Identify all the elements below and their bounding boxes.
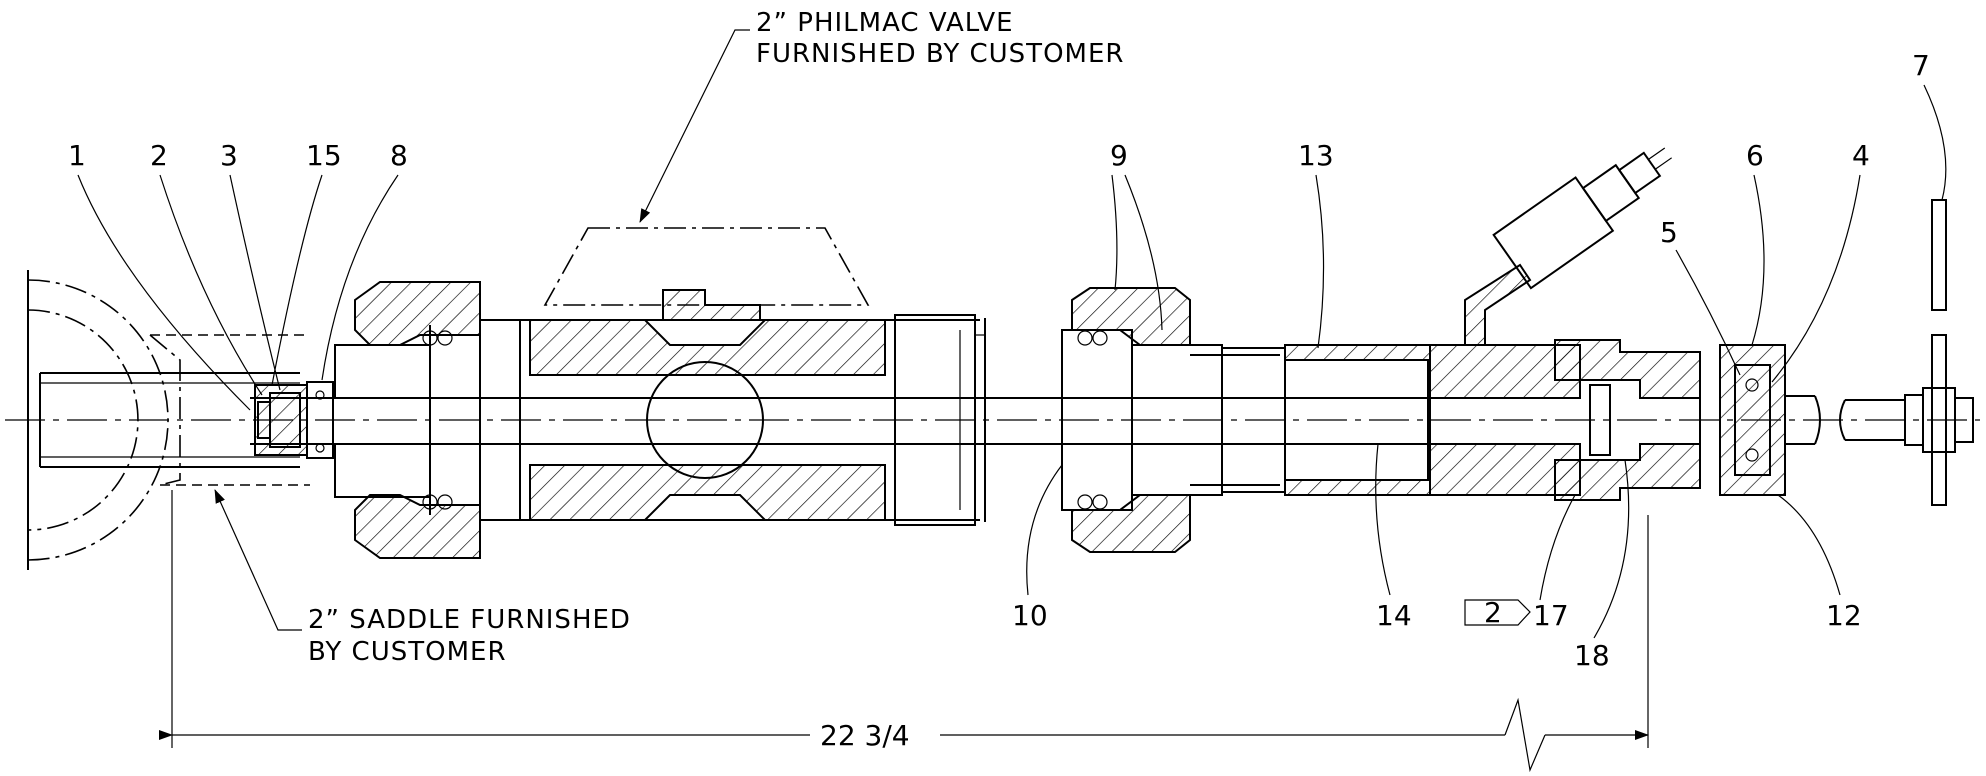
saddle-phantom xyxy=(27,270,169,570)
callout-5: 5 xyxy=(1660,216,1678,249)
saddle-note: 2” SADDLE FURNISHED BY CUSTOMER xyxy=(214,489,631,667)
valve-body xyxy=(480,227,986,526)
valve-note-line1: 2” PHILMAC VALVE xyxy=(756,8,1014,38)
callout-10: 10 xyxy=(1012,599,1048,632)
valve-note-line2: FURNISHED BY CUSTOMER xyxy=(756,39,1124,69)
callout-12: 12 xyxy=(1826,599,1862,632)
callout-18: 18 xyxy=(1574,639,1610,672)
callout-2: 2 xyxy=(150,139,168,172)
callout-14: 14 xyxy=(1376,599,1412,632)
saddle-note-line2: BY CUSTOMER xyxy=(308,637,507,667)
callout-3: 3 xyxy=(220,139,238,172)
bearing-block xyxy=(1719,344,1821,496)
overall-dimension: 22 3/4 xyxy=(159,697,1649,773)
saddle-note-line1: 2” SADDLE FURNISHED xyxy=(308,605,631,635)
callout-8: 8 xyxy=(390,139,408,172)
angled-sensor xyxy=(1464,147,1672,346)
flag-note: 2 xyxy=(1464,596,1531,629)
callout-13: 13 xyxy=(1298,139,1334,172)
left-coupling xyxy=(334,281,481,559)
dimension-overall: 22 3/4 xyxy=(820,719,910,752)
housing-tube xyxy=(1222,344,1581,496)
right-coupling xyxy=(1061,287,1280,553)
callout-4: 4 xyxy=(1852,139,1870,172)
callout-6: 6 xyxy=(1746,139,1764,172)
callout-15: 15 xyxy=(306,139,342,172)
callouts-top: 1 2 3 15 8 9 13 5 6 4 7 xyxy=(68,49,1947,411)
callouts-bottom: 10 14 2 17 18 12 xyxy=(1012,443,1862,672)
callout-7: 7 xyxy=(1912,49,1930,82)
shaft-end xyxy=(1839,199,1974,506)
valve-note: 2” PHILMAC VALVE FURNISHED BY CUSTOMER xyxy=(639,8,1124,223)
flag-number: 2 xyxy=(1484,596,1502,629)
insert-assembly xyxy=(254,381,334,459)
packing-nut xyxy=(1554,339,1701,501)
main-rod xyxy=(250,397,1440,445)
left-pipe xyxy=(39,334,310,486)
callout-1: 1 xyxy=(68,139,86,172)
callout-17: 17 xyxy=(1533,599,1569,632)
callout-9: 9 xyxy=(1110,139,1128,172)
